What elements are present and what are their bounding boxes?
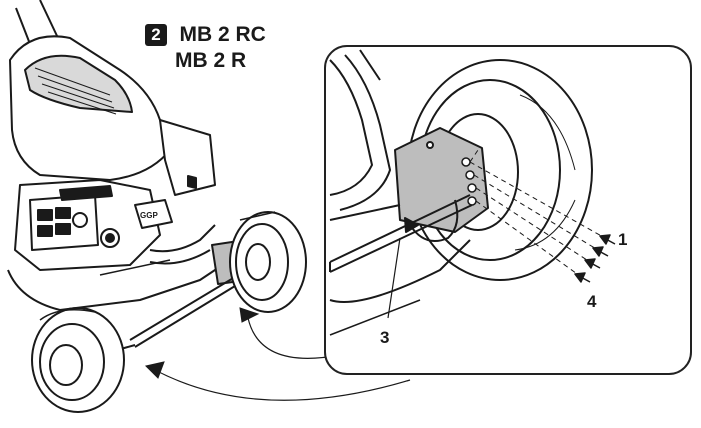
direction-arrows <box>145 307 411 401</box>
callout-1: 1 <box>618 230 628 249</box>
model-name-primary: MB 2 RC <box>179 23 266 46</box>
front-wheel <box>31 307 125 413</box>
rear-wheel <box>229 211 307 313</box>
guide-lines <box>469 149 606 277</box>
step-number-badge: 2 <box>145 24 167 46</box>
detail-illustration <box>329 49 616 336</box>
model-name-secondary: MB 2 R <box>175 49 247 72</box>
model-title-block: 2 MB 2 RC MB 2 R <box>145 22 266 74</box>
callout-3: 3 <box>380 328 390 347</box>
position-arrows <box>574 234 616 283</box>
svg-text:GGP: GGP <box>140 211 158 220</box>
callout-4: 4 <box>587 292 597 311</box>
